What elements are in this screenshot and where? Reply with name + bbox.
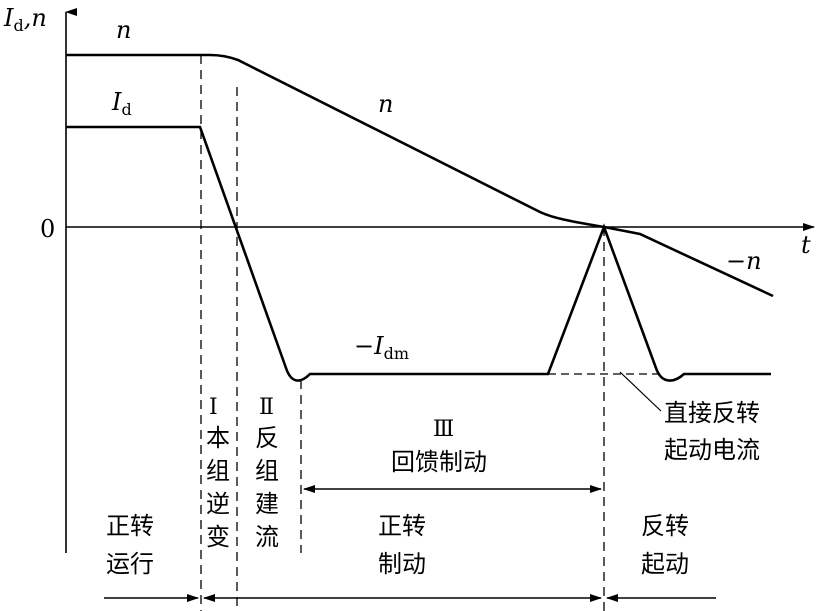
stage2-numeral: Ⅱ	[259, 395, 274, 420]
speed-label-mid: n	[378, 90, 393, 118]
stage2-char-1: 反	[255, 424, 279, 452]
current-label: Id	[111, 88, 132, 119]
stage1-char-1: 本	[206, 424, 230, 452]
x-axis-label: t	[801, 231, 811, 259]
stage3-label: 回馈制动	[391, 448, 487, 476]
phase-reverse-start-1: 反转	[641, 512, 689, 540]
stage2-char-4: 流	[255, 523, 279, 551]
annotation-line-1: 直接反转	[664, 399, 760, 427]
annotation-line-2: 起动电流	[664, 436, 760, 464]
stage3-numeral: Ⅲ	[433, 417, 454, 442]
phase-reverse-start-2: 起动	[641, 550, 689, 578]
stage2-char-3: 建	[255, 490, 279, 518]
y-axis-label: Id,n	[3, 4, 47, 35]
stage2-char-2: 组	[255, 457, 279, 485]
neg-current-max-label: −Idm	[354, 332, 409, 363]
current-curve	[66, 125, 771, 382]
neg-speed-label: −n	[726, 247, 762, 275]
phase-forward-run-2: 运行	[106, 550, 154, 578]
stage1-char-4: 变	[206, 523, 230, 551]
zero-label: 0	[40, 215, 55, 243]
phase-forward-brake-2: 制动	[378, 550, 426, 578]
speed-curve	[66, 53, 774, 298]
stage1-char-3: 逆	[206, 490, 230, 518]
annotation-leader	[619, 371, 662, 412]
speed-label-top: n	[116, 16, 131, 44]
phase-forward-run-1: 正转	[106, 512, 154, 540]
stage1-char-2: 组	[206, 457, 230, 485]
phase-forward-brake-1: 正转	[378, 512, 426, 540]
stage1-numeral: Ⅰ	[209, 395, 218, 420]
